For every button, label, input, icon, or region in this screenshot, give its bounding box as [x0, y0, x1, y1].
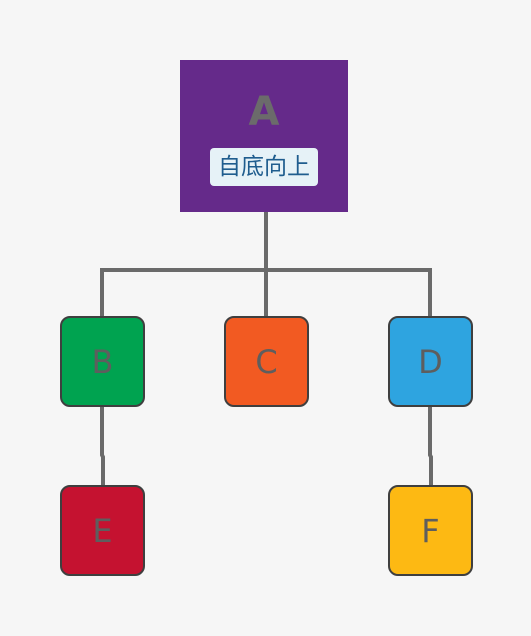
node-d-label: D [418, 342, 443, 381]
connector-d-to-f [428, 407, 433, 485]
node-a: A 自底向上 [180, 60, 348, 212]
connector-a-to-children [100, 212, 432, 316]
node-b-label: B [91, 342, 114, 381]
node-f: F [388, 485, 473, 576]
connector-b-to-e [100, 407, 105, 485]
node-a-label: A [248, 89, 280, 135]
node-d: D [388, 316, 473, 407]
node-a-tag: 自底向上 [210, 148, 318, 186]
node-c-label: C [255, 342, 278, 381]
node-c: C [224, 316, 309, 407]
node-e-label: E [92, 511, 113, 550]
node-e: E [60, 485, 145, 576]
node-f-label: F [421, 511, 440, 550]
node-b: B [60, 316, 145, 407]
